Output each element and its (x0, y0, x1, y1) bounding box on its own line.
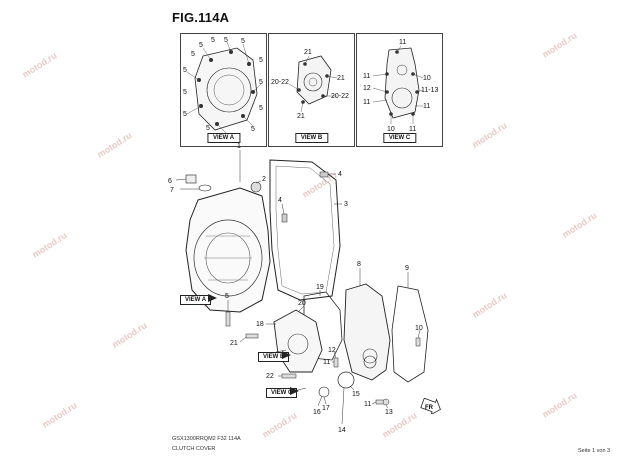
callout: 5 (224, 37, 228, 44)
dowel-pin-part (319, 171, 329, 178)
plug-part (185, 174, 197, 184)
callout: 5 (191, 51, 195, 58)
front-mark: FR (425, 405, 434, 411)
footer-caption: CLUTCH COVER (172, 446, 216, 452)
callout: 19 (316, 284, 324, 291)
callout: 9 (405, 265, 409, 272)
callout: 5 (183, 89, 187, 96)
callout: 11 (363, 99, 370, 106)
view-a-tag: VIEW A (180, 295, 212, 305)
callout: 21 (230, 340, 238, 347)
bolt-part (281, 373, 297, 379)
o-ring-part (198, 184, 212, 192)
callout: 12 (363, 85, 371, 92)
callout: 11 (323, 359, 330, 366)
callout: 14 (338, 427, 346, 434)
arrow-right-icon (290, 387, 299, 395)
callout: 11-13 (421, 87, 438, 94)
callout: 4 (338, 171, 342, 178)
callout: 1 (237, 143, 241, 150)
gasket-part (269, 159, 341, 301)
callout: 20-22 (271, 79, 289, 86)
dowel-pin-part (333, 357, 339, 368)
callout: 2 (262, 176, 266, 183)
view-c-panel: 11 11 10 12 11-13 11 10 11 11 VIEW C (356, 33, 443, 147)
callout: 5 (259, 105, 263, 112)
callout: 11 (363, 73, 370, 80)
callout: 5 (241, 38, 245, 45)
cover-part (273, 309, 323, 373)
callout: 5 (251, 126, 255, 133)
callout: 13 (385, 409, 393, 416)
view-b-panel: 21 20-22 21 20-22 21 VIEW B (268, 33, 355, 147)
callout: 7 (170, 187, 174, 194)
view-c-drawing: 11 11 10 12 11-13 11 10 11 11 (363, 39, 438, 133)
arrow-right-icon (282, 351, 291, 359)
dowel-pin-part (415, 337, 421, 347)
bolt-part (245, 333, 259, 339)
front-direction-icon: FR (420, 398, 441, 414)
callout: 8 (357, 261, 361, 268)
gasket-part (391, 285, 429, 383)
callout: 5 (206, 125, 210, 132)
callout: 17 (322, 405, 330, 412)
callout: 10 (423, 75, 431, 82)
callout: 4 (278, 197, 282, 204)
view-b-drawing: 21 20-22 21 20-22 21 (271, 49, 349, 120)
view-a-label: VIEW A (206, 133, 241, 143)
callout: 22 (266, 373, 274, 380)
view-b-label: VIEW B (294, 133, 329, 143)
bolt-part (225, 311, 231, 327)
callout: 5 (259, 79, 263, 86)
view-c-label: VIEW C (382, 133, 417, 143)
seal-part (337, 371, 355, 389)
washer-part (382, 398, 390, 406)
view-a-panel: 5 5 5 5 5 5 5 5 5 5 5 5 5 5 VIEW A (180, 33, 267, 147)
callout: 5 (211, 37, 215, 44)
callout: 18 (256, 321, 264, 328)
footer-code: GSX1300RRQM2 F32 114A (172, 436, 241, 442)
callout: 21 (337, 75, 345, 82)
callout: 6 (168, 178, 172, 185)
callout: 12 (328, 347, 336, 354)
callout: 10 (415, 325, 423, 332)
clutch-cover-part (185, 187, 271, 313)
callout: 5 (183, 67, 187, 74)
callout: 21 (304, 49, 312, 56)
page-indicator: Seite 1 von 3 (578, 448, 611, 454)
callout: 5 (183, 111, 187, 118)
callout: 11 (399, 39, 406, 46)
callout: 11 (364, 401, 371, 408)
callout: 5 (199, 42, 203, 49)
washer-part (318, 386, 330, 398)
cover-part (343, 283, 391, 381)
callout: 16 (313, 409, 321, 416)
callout: 5 (225, 293, 229, 300)
callout: 21 (297, 113, 305, 120)
dowel-pin-part (281, 213, 288, 223)
arrow-right-icon (208, 294, 217, 302)
callout: 20 (298, 300, 306, 307)
bearing-part (363, 355, 377, 369)
callout: 11 (409, 126, 416, 133)
callout: 10 (387, 126, 395, 133)
callout: 11 (423, 103, 430, 110)
cap-part (250, 181, 262, 193)
callout: 20-22 (331, 93, 349, 100)
callout: 5 (259, 57, 263, 64)
callout: 15 (352, 391, 360, 398)
callout: 3 (344, 201, 348, 208)
view-a-drawing: 5 5 5 5 5 5 5 5 5 5 5 5 5 5 (183, 37, 263, 140)
figure-title: FIG.114A (172, 10, 230, 25)
